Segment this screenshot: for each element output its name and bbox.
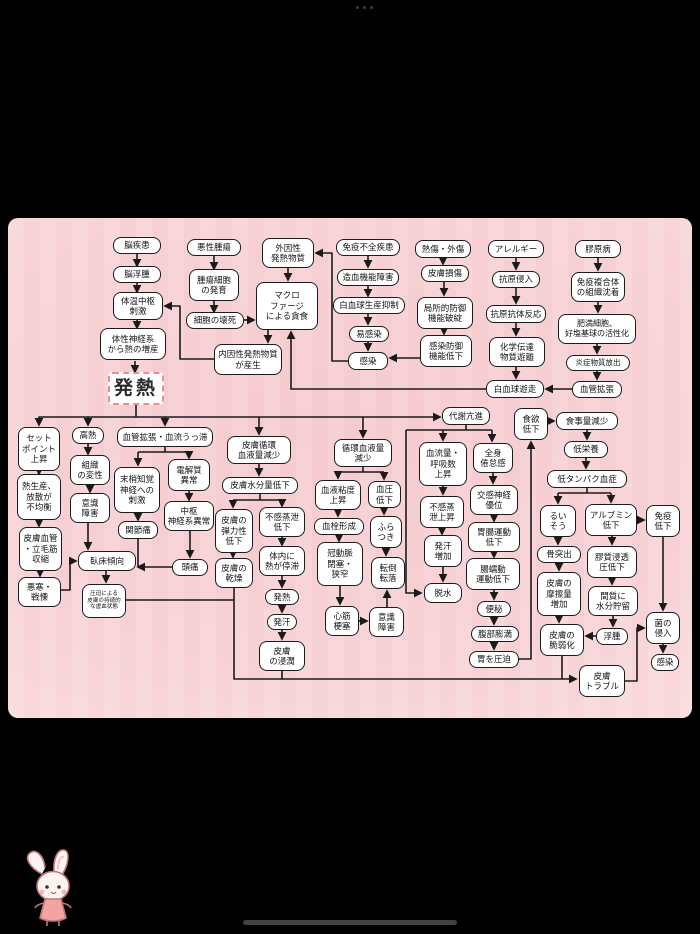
flow-node-lightheadedness: ふら つき xyxy=(370,516,402,548)
flow-node-headache: 頭痛 xyxy=(172,559,208,576)
flow-node-burn-trauma: 熱傷・外傷 xyxy=(415,240,471,258)
flow-node-vasodilation-stasis: 血管拡張・血流うっ滞 xyxy=(117,427,213,447)
flow-node-skin-moisture-down: 皮膚水分量低下 xyxy=(222,477,298,494)
flow-node-peristalsis-down: 腸蠕動 運動低下 xyxy=(466,558,520,590)
flow-node-oncotic-pressure-down: 膠質浸透 圧低下 xyxy=(587,546,637,578)
flow-node-leukocyte-migration: 白血球遊走 xyxy=(486,380,544,398)
flow-node-skin-friction-up: 皮膚の 摩擦量 増加 xyxy=(537,572,581,616)
bunny-mascot-icon xyxy=(26,849,72,926)
flow-node-general-malaise: 全身 倦怠感 xyxy=(473,443,513,473)
flow-node-pressure-ischemia: 圧迫による 皮膚の持続的 な虚血状態 xyxy=(82,584,126,618)
flow-node-sweating-increase: 発汗 増加 xyxy=(424,535,462,567)
flow-node-constipation: 便秘 xyxy=(477,601,511,617)
flow-node-skin-vessel-piloerection: 皮膚血管 ・立毛筋 収縮 xyxy=(19,527,62,571)
multitask-dots-icon xyxy=(356,6,373,9)
flow-node-insensible-perspiration-up: 不感蒸 泄上昇 xyxy=(420,496,464,528)
flow-node-coronary-occlusion: 冠動脈 閉塞・ 狭窄 xyxy=(317,542,363,586)
flow-node-dehydration: 脱水 xyxy=(424,583,462,603)
flow-node-brain-disease: 脳疾患 xyxy=(113,237,161,254)
flow-node-circulating-volume-down: 循環血液量 減少 xyxy=(334,439,392,467)
flow-node-chemical-mediator-release: 化学伝達 物質遊離 xyxy=(489,337,545,367)
flow-node-immunodeficiency: 免疫不全疾患 xyxy=(336,239,400,256)
home-indicator[interactable] xyxy=(243,920,457,925)
flow-node-infection: 感染 xyxy=(348,352,388,370)
flow-node-antigen-entry: 抗原侵入 xyxy=(492,271,540,288)
flow-node-electrolyte-abnormality: 電解質 異常 xyxy=(168,459,210,491)
flow-node-somatic-heat-production: 体性神経系 から熱の増産 xyxy=(100,328,166,360)
flow-node-dry-skin: 皮膚の 乾燥 xyxy=(215,558,253,588)
flow-node-heat-imbalance: 熱生産、 放散が 不均衡 xyxy=(17,474,61,520)
flow-node-blood-pressure-down: 血圧 低下 xyxy=(368,481,401,508)
flow-node-joint-pain: 関節痛 xyxy=(118,521,158,539)
flow-node-sweating: 発汗 xyxy=(267,614,297,630)
flow-node-fever-small: 発熱 xyxy=(265,589,299,605)
flow-node-heat-retention: 体内に 熱が停滞 xyxy=(259,546,305,576)
flow-node-cell-necrosis: 細胞の壊死 xyxy=(186,312,244,329)
flow-node-tissue-degeneration: 組織 の変性 xyxy=(70,455,110,485)
flow-node-immune-complex-deposition: 免疫複合体 の組織沈着 xyxy=(571,272,625,302)
flow-node-skin-fragility: 皮膚の 脆弱化 xyxy=(540,624,584,656)
flow-node-thermo-center-stimulus: 体温中枢 刺激 xyxy=(113,292,163,320)
flow-node-food-intake-down: 食事量減少 xyxy=(556,412,618,430)
flow-node-infection-2: 感染 xyxy=(651,654,679,671)
flow-node-high-fever: 高熱 xyxy=(72,427,104,444)
flow-node-mast-basophil-activation: 肥満細胞、 好塩基球の活性化 xyxy=(558,314,636,344)
flow-node-infection-defense-decline: 感染防御 機能低下 xyxy=(420,335,472,367)
flow-node-bedridden-tendency: 臥床傾向 xyxy=(78,551,136,571)
flow-node-myocardial-infarction: 心筋 梗塞 xyxy=(325,606,359,636)
flow-node-fall-tumble: 転倒 転落 xyxy=(371,557,405,589)
flow-node-antigen-antibody-reaction: 抗原抗体反応 xyxy=(486,305,546,323)
flow-node-tumor-cell-growth: 腫瘍細胞 の発育 xyxy=(189,269,239,301)
flow-node-edema: 浮腫 xyxy=(596,628,628,645)
flow-node-emaciation: るい そう xyxy=(540,505,576,537)
flow-node-hypoproteinemia: 低タンパク血症 xyxy=(547,470,627,488)
flow-node-brain-edema: 脳浮腫 xyxy=(113,266,161,283)
flow-node-malnutrition: 低栄養 xyxy=(564,441,608,458)
flow-node-interstitial-fluid-retention: 間質に 水分貯留 xyxy=(588,586,638,616)
flow-node-cns-abnormality: 中枢 神経系異常 xyxy=(164,501,214,531)
flow-node-infection-prone: 易感染 xyxy=(349,326,389,342)
flow-node-malignant-tumor: 悪性腫瘍 xyxy=(187,239,241,256)
flow-node-skin-injury: 皮膚損傷 xyxy=(421,265,469,282)
flow-node-endogenous-pyrogen: 内因性発熱物質 が産生 xyxy=(214,344,282,375)
flow-node-chills-shivering: 悪寒・ 戦慄 xyxy=(18,577,61,607)
flow-node-vasodilation: 血管拡張 xyxy=(572,381,622,398)
flow-node-setpoint-rise: セット ポイント 上昇 xyxy=(18,427,60,471)
flow-node-gi-motility-down: 胃腸運動 低下 xyxy=(468,522,520,552)
flow-node-bacteria-entry: 菌の 侵入 xyxy=(646,612,680,644)
flow-node-local-defense-breakdown: 局所的防御 機能破綻 xyxy=(417,297,473,329)
flow-node-bone-protrusion: 骨突出 xyxy=(537,546,581,563)
flow-node-blood-flow-respiration-up: 血流量・ 呼吸数 上昇 xyxy=(419,442,467,486)
flow-node-sympathetic-dominance: 交感神経 優位 xyxy=(470,485,518,515)
flow-node-skin-trouble: 皮膚 トラブル xyxy=(579,665,625,697)
flow-node-skin-circulating-volume-down: 皮膚循環 血液量減少 xyxy=(227,436,291,464)
flow-node-peripheral-nerve-stimulus: 末梢知覚 神経への 刺激 xyxy=(114,467,160,513)
flow-node-inflammatory-substance-release: 炎症物質放出 xyxy=(566,355,630,371)
flow-node-skin-elasticity-down: 皮膚の 弾力性 低下 xyxy=(215,509,253,553)
flow-node-stomach-pressure: 胃を圧迫 xyxy=(469,651,519,668)
flow-node-fever-main: 発熱 xyxy=(108,372,164,405)
flow-node-skin-maceration: 皮膚 の浸潤 xyxy=(259,641,305,671)
flow-node-appetite-loss: 食欲 低下 xyxy=(514,408,548,440)
flow-node-macrophage-phagocytosis: マクロ ファージ による貪食 xyxy=(256,282,318,330)
flow-node-albumin-down: アルブミン 低下 xyxy=(585,504,637,536)
flow-node-consciousness-disorder-1: 意識 障害 xyxy=(70,493,110,523)
flow-node-allergy: アレルギー xyxy=(488,240,544,258)
flow-node-abdominal-distension: 腹部膨満 xyxy=(471,626,519,642)
flow-node-insensible-perspiration-down: 不感蒸泄 低下 xyxy=(259,507,305,537)
flow-node-blood-viscosity-up: 血液粘度 上昇 xyxy=(315,480,361,510)
flow-node-collagen-disease: 膠原病 xyxy=(575,240,621,258)
flow-node-immunity-down: 免疫 低下 xyxy=(646,505,680,537)
flow-node-thrombus-formation: 血栓形成 xyxy=(314,518,364,535)
flow-node-consciousness-disorder-2: 意識 障害 xyxy=(369,607,404,637)
flow-node-hypermetabolism: 代謝亢進 xyxy=(442,407,490,425)
flow-node-leukocyte-production-suppressed: 白血球生産抑制 xyxy=(333,297,405,314)
flow-node-exogenous-pyrogen: 外因性 発熱物質 xyxy=(262,238,314,268)
flow-node-hematopoietic-disorder: 造血機能障害 xyxy=(337,269,399,286)
